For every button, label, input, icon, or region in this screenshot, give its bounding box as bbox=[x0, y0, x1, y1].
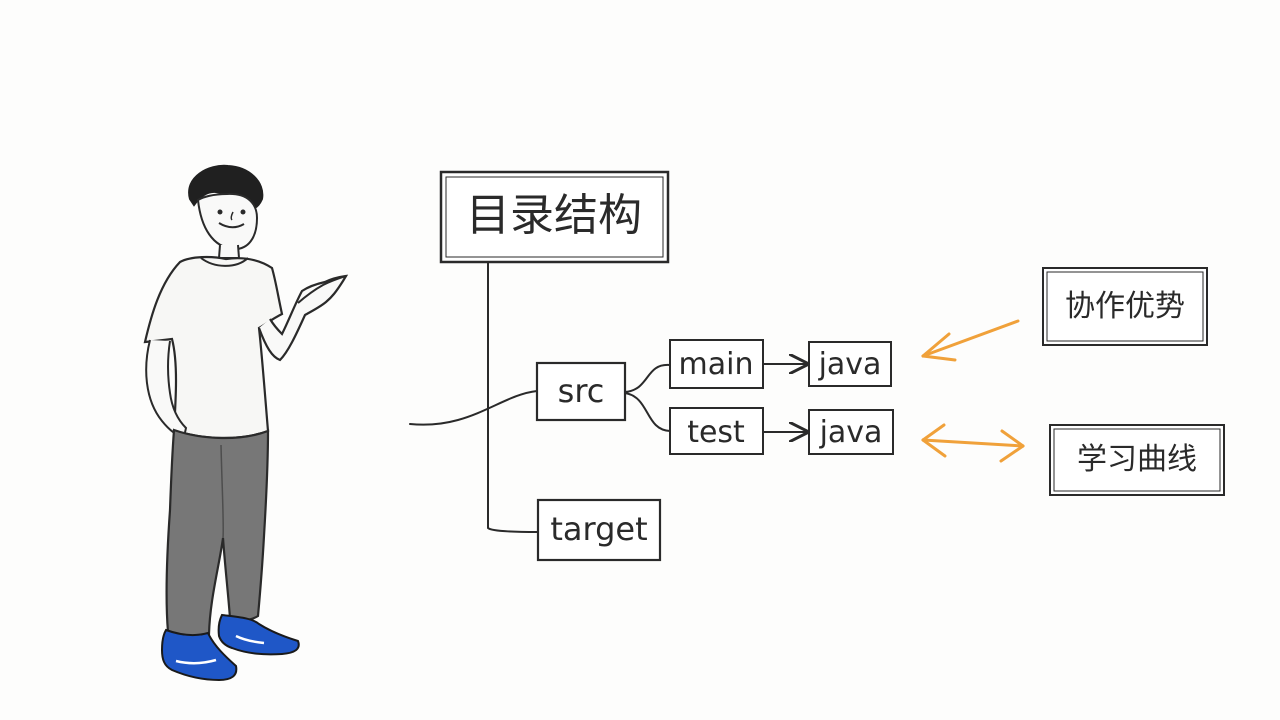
right-shoe-icon bbox=[217, 613, 300, 656]
left-shoe-swoosh-icon bbox=[175, 658, 217, 665]
learning-label: 学习曲线 bbox=[1077, 442, 1197, 477]
main-java-label: java bbox=[818, 347, 882, 382]
collab-label: 协作优势 bbox=[1065, 289, 1185, 324]
test-node: test bbox=[669, 407, 764, 455]
root-label: 目录结构 bbox=[466, 190, 642, 241]
collar-icon bbox=[200, 257, 249, 267]
left-eye-icon bbox=[217, 209, 223, 215]
pointing-finger-icon bbox=[297, 275, 347, 304]
orange-arrows bbox=[921, 319, 1025, 463]
src-to-main-connector bbox=[624, 363, 671, 393]
test-java-label: java bbox=[819, 415, 883, 450]
test-java-node: java bbox=[808, 409, 894, 455]
pants-crease-icon bbox=[220, 444, 225, 539]
target-label: target bbox=[550, 510, 647, 548]
tree-connectors bbox=[409, 261, 805, 533]
person-to-src-connector bbox=[409, 390, 538, 426]
right-eye-icon bbox=[240, 209, 246, 215]
left-shoe-icon bbox=[160, 628, 238, 682]
learning-node: 学习曲线 bbox=[1049, 424, 1225, 496]
src-node: src bbox=[535, 361, 627, 422]
neck-icon bbox=[217, 244, 241, 259]
target-node: target bbox=[536, 498, 662, 562]
arrow-to-collab-icon bbox=[921, 319, 1020, 362]
right-arm-icon bbox=[257, 274, 349, 362]
nose-icon bbox=[230, 211, 234, 221]
double-arrow-icon bbox=[921, 423, 1025, 463]
root-node: 目录结构 bbox=[439, 170, 670, 264]
face-icon bbox=[196, 192, 259, 251]
person-pointing-illustration bbox=[143, 164, 349, 682]
main-label: main bbox=[679, 347, 754, 382]
right-shoe-swoosh-icon bbox=[235, 634, 265, 645]
src-label: src bbox=[558, 372, 605, 410]
test-label: test bbox=[687, 415, 745, 450]
collab-node: 协作优势 bbox=[1042, 267, 1208, 346]
smile-icon bbox=[218, 222, 245, 229]
main-java-node: java bbox=[808, 341, 892, 387]
pants-icon bbox=[165, 428, 270, 638]
root-to-target-connector bbox=[487, 261, 539, 533]
main-node: main bbox=[669, 339, 764, 389]
src-to-test-connector bbox=[624, 392, 671, 432]
